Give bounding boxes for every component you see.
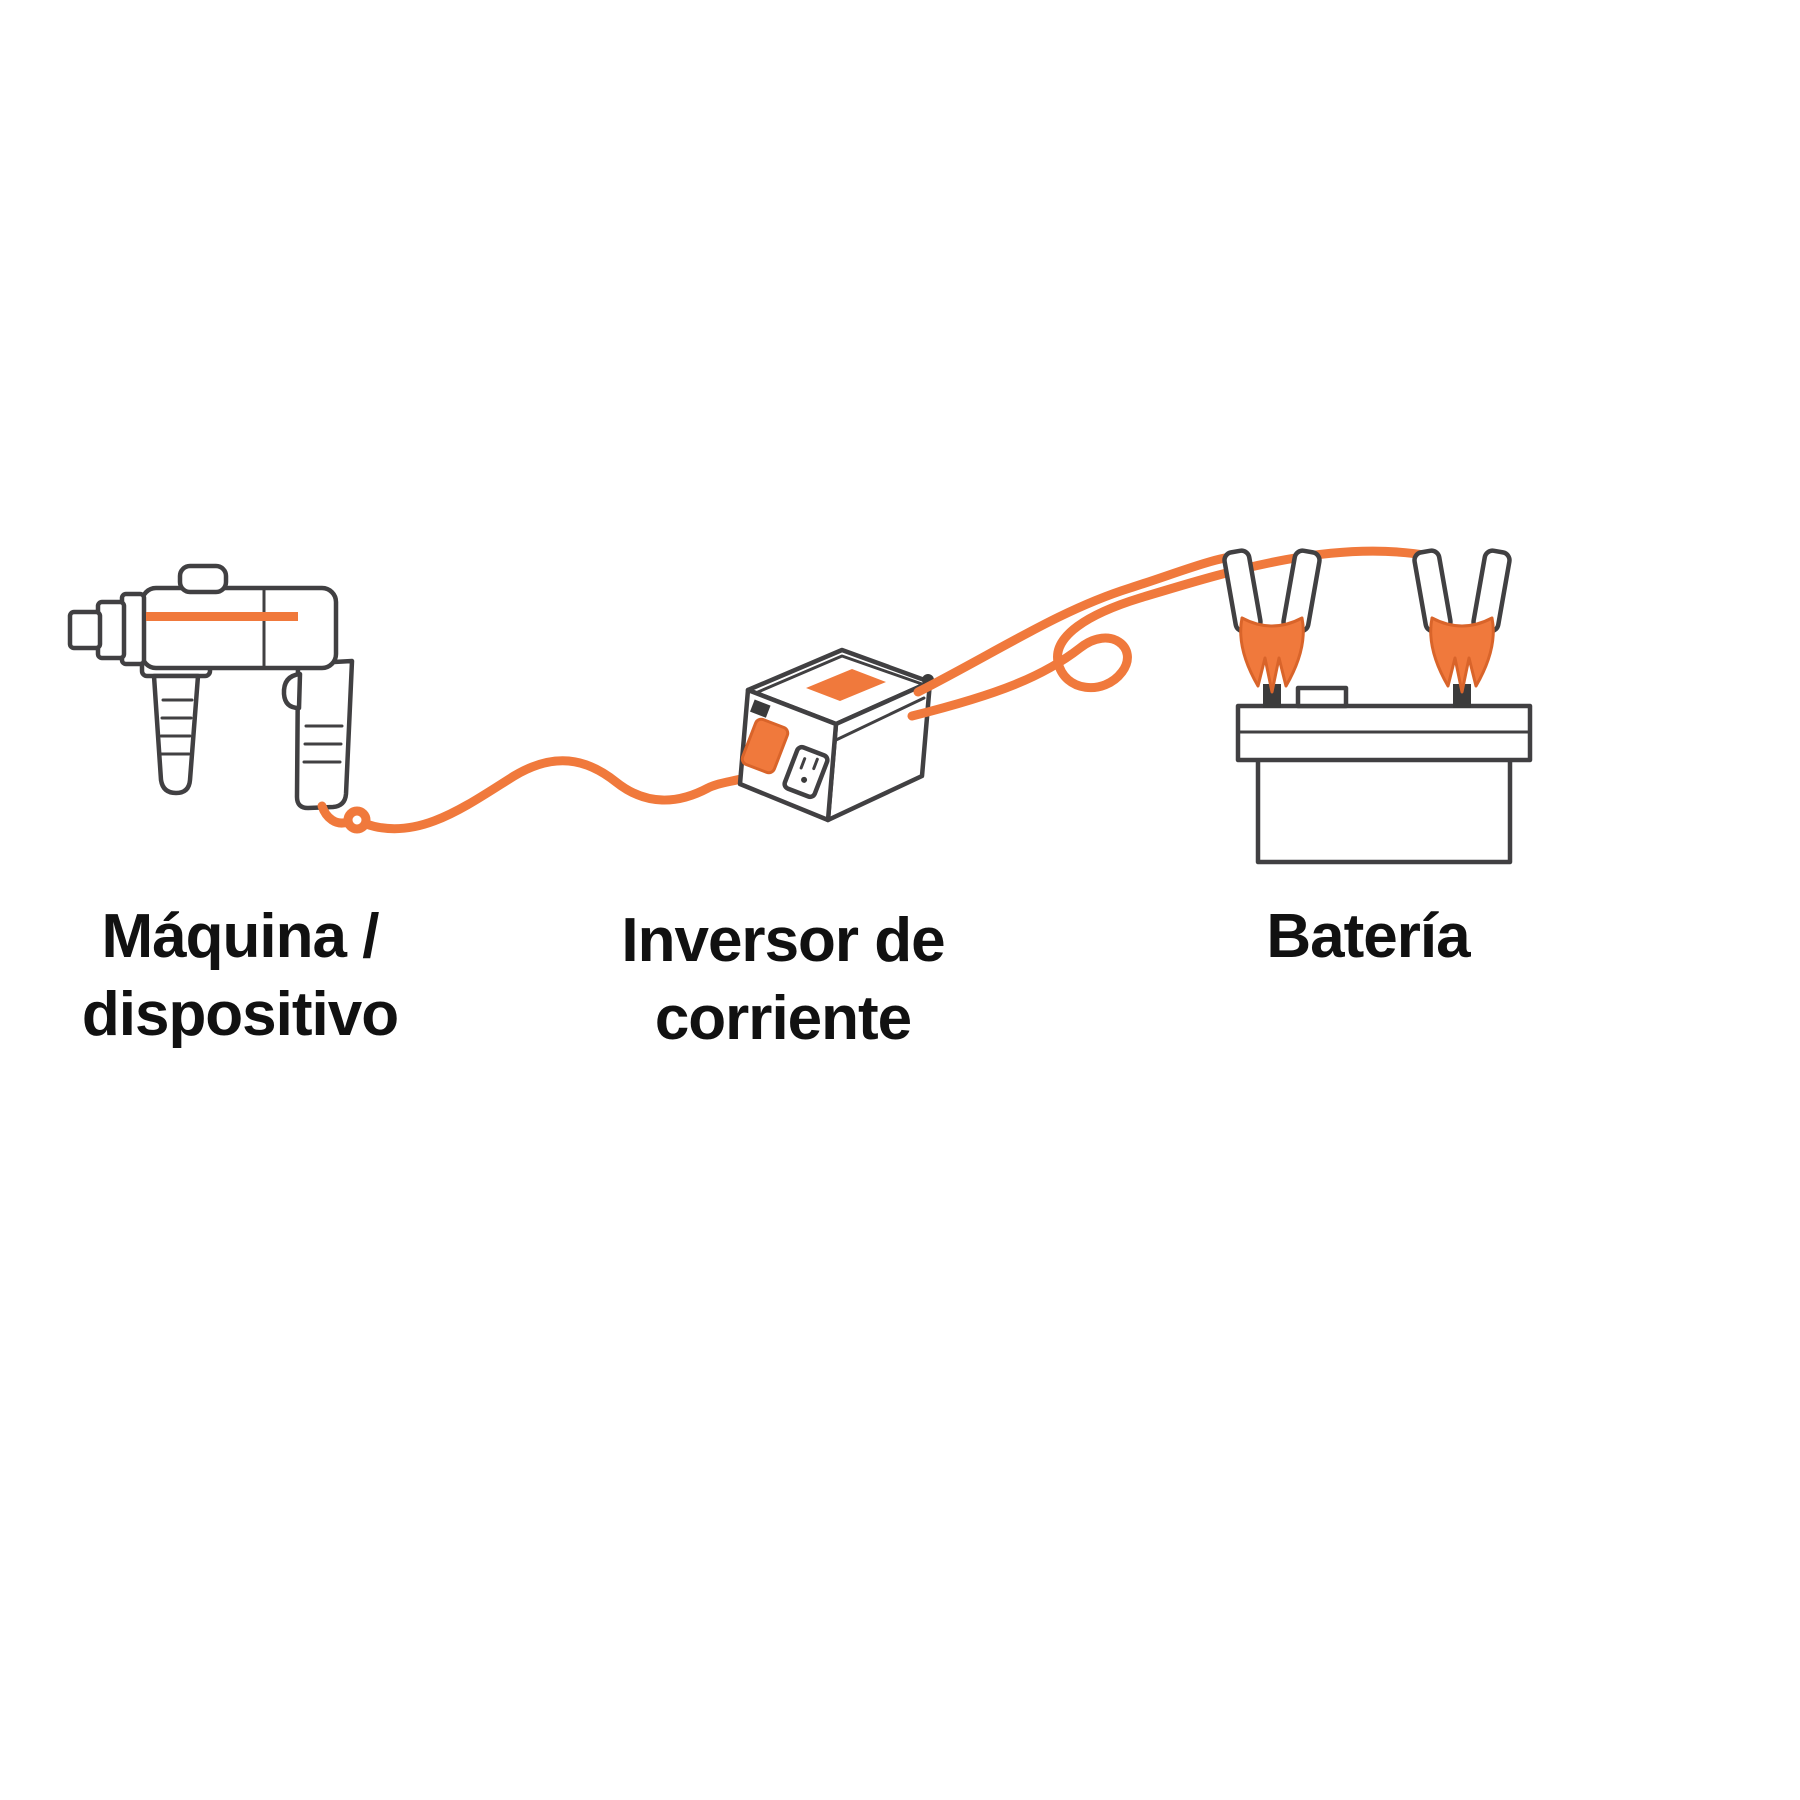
device-label-line1: Máquina /	[101, 902, 380, 971]
drill-icon	[67, 563, 355, 811]
battery-clamp-right-icon	[1413, 549, 1511, 692]
battery-terminal-left	[1263, 684, 1281, 708]
battery-clamp-left-icon	[1223, 549, 1321, 692]
power-inverter-icon	[737, 647, 934, 823]
device-label-line2: dispositivo	[81, 979, 399, 1049]
inverter-label: Inversor de corriente	[553, 902, 1013, 1057]
ac-outlet-icon	[782, 744, 830, 800]
power-plug-icon	[740, 717, 790, 775]
inverter-label-line1: Inversor de	[621, 906, 945, 975]
inverter-label-line2: corriente	[654, 983, 912, 1053]
power-switch-icon	[750, 699, 771, 718]
inverter-label-badge	[806, 669, 886, 701]
device-label: Máquina / dispositivo	[10, 898, 470, 1053]
battery-label-line1: Batería	[1266, 902, 1470, 971]
battery-terminal-right	[1453, 684, 1471, 708]
battery-cable-left	[913, 551, 1247, 697]
device-power-cable	[317, 756, 760, 834]
battery-label: Batería	[1138, 898, 1598, 976]
car-battery-icon	[1235, 684, 1533, 865]
